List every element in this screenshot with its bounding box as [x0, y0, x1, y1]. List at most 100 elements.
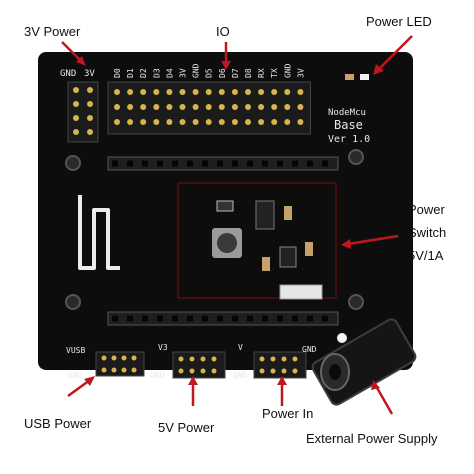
silk-v3: V3: [158, 343, 168, 352]
pin-label: TX: [270, 68, 279, 78]
5v-power-header: [172, 351, 226, 379]
mounting-hole-br: [348, 294, 364, 310]
io-pin: [127, 119, 134, 125]
silk-vusb: VUSB: [66, 346, 85, 355]
silk-title-1: NodeMcu: [328, 108, 366, 118]
io-pin: [127, 89, 134, 95]
callout-3v-power: 3V Power: [24, 24, 81, 39]
pin-label: 3V: [296, 68, 305, 78]
regulator-ic: [279, 246, 297, 268]
io-pin: [114, 89, 120, 95]
io-pin: [140, 89, 147, 95]
power-led: [360, 74, 369, 80]
pin-label: RX: [257, 68, 266, 78]
female-header-slot: [157, 160, 163, 167]
usb-power-header: [95, 351, 145, 377]
female-header-slot: [247, 315, 253, 322]
female-header-slot: [187, 315, 193, 322]
io-pin: [258, 89, 265, 95]
female-header-slot: [112, 160, 118, 167]
female-header-slot: [307, 160, 313, 167]
io-pin: [205, 104, 212, 110]
io-pin: [114, 119, 120, 125]
pin-label: D4: [165, 68, 174, 78]
female-header-slot: [247, 160, 253, 167]
pin-label: D5: [205, 68, 214, 78]
pin-label: D8: [244, 68, 253, 78]
io-pin: [245, 104, 251, 110]
io-pin: [205, 119, 212, 125]
io-pin: [218, 119, 225, 125]
female-header-slot: [232, 160, 238, 167]
antenna-trace: [78, 195, 120, 270]
female-header-slot: [292, 160, 298, 167]
pin-label: D2: [139, 68, 148, 78]
female-header-slot: [217, 160, 223, 167]
power-in-header: [253, 351, 307, 379]
callout-arrowheads: [76, 56, 384, 390]
power-led-resistor: [345, 74, 354, 80]
io-pin: [179, 119, 186, 125]
io-pin: [153, 119, 160, 125]
callout-external-power: External Power Supply: [306, 431, 438, 446]
io-pin: [297, 89, 304, 95]
io-pin: [218, 89, 225, 95]
female-header-slot: [127, 160, 133, 167]
female-header-slot: [232, 315, 238, 322]
silk-gnd-usb: GND: [68, 371, 83, 380]
io-pin: [271, 89, 278, 95]
io-pin: [231, 89, 238, 95]
pin-label: D6: [218, 68, 227, 78]
io-pin: [231, 119, 238, 125]
female-header-slot: [307, 315, 313, 322]
callout-power-switch-1: Power: [408, 202, 445, 217]
female-header-slot: [142, 160, 148, 167]
diode: [255, 200, 275, 230]
female-header-slot: [322, 315, 328, 322]
io-pin: [114, 104, 120, 110]
callout-power-switch-3: 5V/1A: [408, 248, 444, 263]
female-header-slot: [202, 315, 208, 322]
io-pin: [179, 104, 186, 110]
callout-power-in: Power In: [262, 406, 314, 421]
io-header: [107, 81, 311, 135]
io-pin: [258, 104, 265, 110]
io-pin: [284, 119, 291, 125]
callout-io: IO: [216, 24, 230, 39]
silk-3v-top: 3V: [84, 69, 95, 79]
io-pin: [192, 104, 199, 110]
io-pin: [258, 119, 265, 125]
io-pin: [284, 104, 291, 110]
io-pin: [166, 89, 173, 95]
io-pin: [192, 119, 199, 125]
callout-5v-power: 5V Power: [158, 420, 215, 435]
female-header-slot: [127, 315, 133, 322]
silk-gnd-right: GND: [302, 345, 317, 354]
female-header-slot: [292, 315, 298, 322]
female-header-slot: [112, 315, 118, 322]
io-pin: [297, 104, 304, 110]
io-pin: [153, 89, 160, 95]
io-pin: [271, 104, 278, 110]
bottom-led: [337, 333, 347, 343]
mounting-hole-tr: [348, 149, 364, 165]
female-header-slot: [262, 315, 268, 322]
pin-label: 3V: [179, 68, 188, 78]
mounting-hole-tl: [65, 155, 81, 171]
power-switch: [279, 284, 323, 300]
io-pin: [166, 104, 173, 110]
female-header-slot: [202, 160, 208, 167]
silk-gnd-in: GND: [233, 371, 248, 380]
female-header-slots: [112, 160, 328, 322]
callout-arrows: [61, 35, 413, 415]
io-pin: [179, 89, 186, 95]
pin-label: D0: [113, 68, 122, 78]
resistor-1: [284, 206, 292, 220]
silk-gnd-top: GND: [60, 69, 76, 79]
smd-chip-1: [216, 200, 234, 212]
io-pin: [245, 119, 251, 125]
female-header-slot: [322, 160, 328, 167]
header-3v-gnd: [67, 81, 99, 143]
